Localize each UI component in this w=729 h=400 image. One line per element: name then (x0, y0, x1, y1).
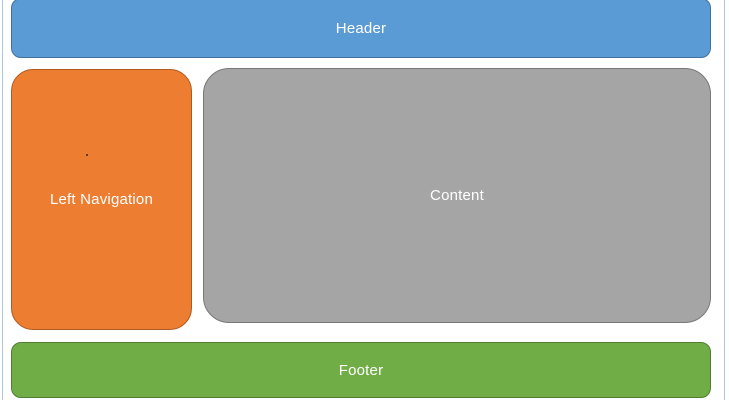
left-navigation-block: Left Navigation (11, 69, 192, 330)
stray-dot-artifact (86, 154, 88, 156)
header-label: Header (335, 19, 387, 37)
slide-right-edge-line (724, 0, 725, 400)
content-block: Content (203, 68, 711, 323)
slide-left-edge-line (2, 0, 3, 400)
footer-block: Footer (11, 342, 711, 398)
left-navigation-label: Left Navigation (49, 191, 154, 208)
header-block: Header (11, 0, 711, 58)
footer-label: Footer (338, 361, 384, 379)
content-label: Content (430, 187, 484, 204)
